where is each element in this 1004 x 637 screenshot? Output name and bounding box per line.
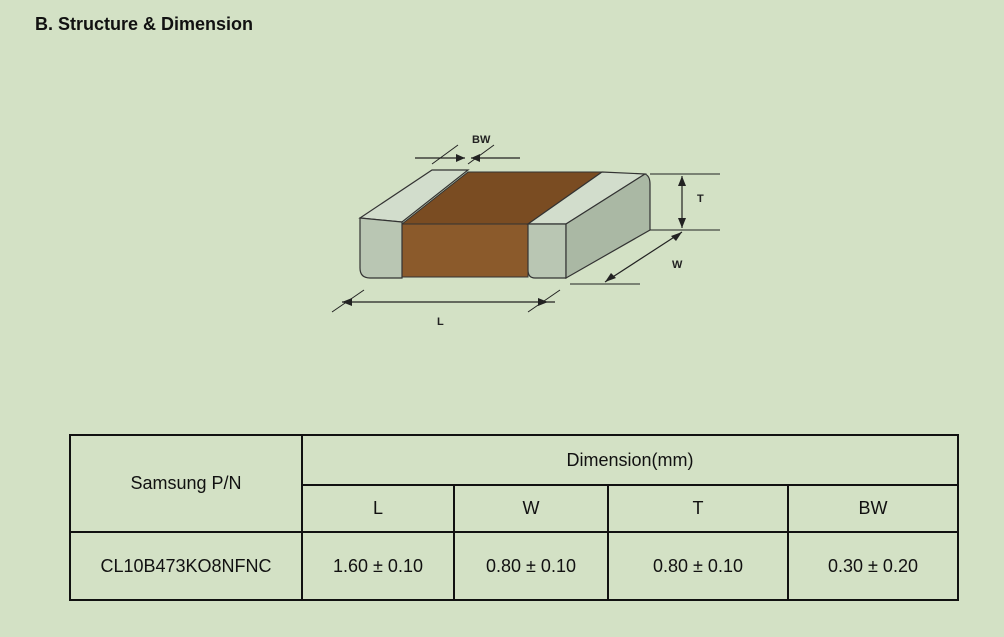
- part-number-cell: CL10B473KO8NFNC: [69, 531, 303, 601]
- table-row: CL10B473KO8NFNC 1.60 ± 0.10 0.80 ± 0.10 …: [69, 531, 959, 601]
- part-number-header: Samsung P/N: [69, 434, 303, 533]
- chip-dimension-diagram: BW T W L: [320, 120, 740, 350]
- label-bw: BW: [472, 134, 491, 146]
- chip-body-front: [401, 223, 529, 278]
- label-t: T: [697, 193, 704, 205]
- label-l: L: [437, 316, 444, 328]
- value-cell-t: 0.80 ± 0.10: [607, 531, 789, 601]
- column-header-t: T: [607, 484, 789, 533]
- value-cell-l: 1.60 ± 0.10: [301, 531, 455, 601]
- dimension-table: Samsung P/N Dimension(mm) L W T BW CL10B…: [69, 434, 959, 601]
- right-terminal-side: [565, 173, 651, 280]
- column-header-l: L: [301, 484, 455, 533]
- value-cell-bw: 0.30 ± 0.20: [787, 531, 959, 601]
- label-w: W: [672, 259, 683, 271]
- right-terminal-front: [527, 223, 567, 279]
- dimension-group-header: Dimension(mm): [301, 434, 959, 486]
- section-title: B. Structure & Dimension: [35, 14, 254, 34]
- column-header-w: W: [453, 484, 609, 533]
- chip-drawing: BW T W L: [331, 134, 720, 328]
- left-terminal-front: [359, 217, 403, 279]
- column-header-bw: BW: [787, 484, 959, 533]
- value-cell-w: 0.80 ± 0.10: [453, 531, 609, 601]
